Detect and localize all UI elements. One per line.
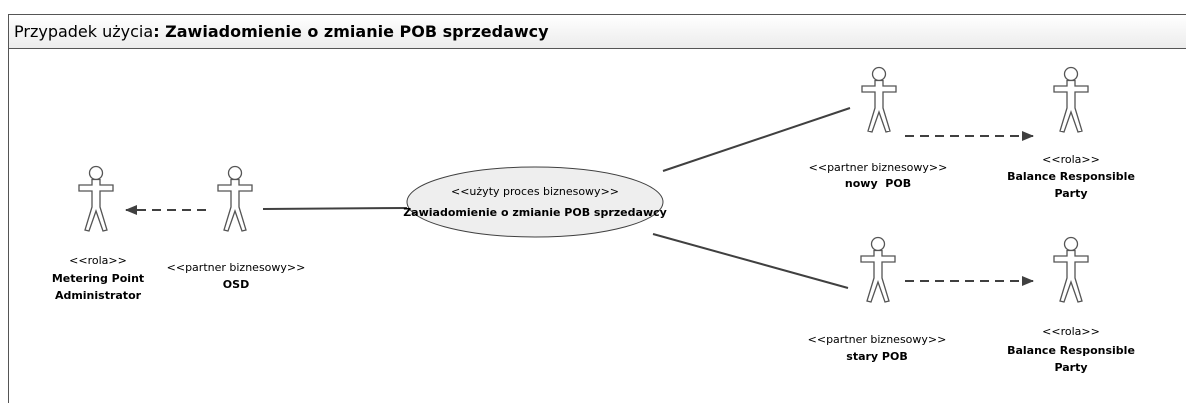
use-case-ellipse [406,166,664,238]
actor-name-line2: Party [1054,361,1087,374]
frame-header: Przypadek użycia: Zawiadomienie o zmiani… [9,15,1186,49]
use-case: <<użyty proces biznesowy>> Zawiadomienie… [403,166,667,238]
actor-figure-icon [1053,66,1089,133]
header-separator: : [153,22,166,41]
actor-figure-icon [217,165,253,232]
use-case-name: Zawiadomienie o zmianie POB sprzedawcy [403,206,667,219]
actor-figure-icon [860,236,896,303]
actor-stereotype: <<partner biznesowy>> [167,261,306,274]
actor-figure-icon [861,66,897,133]
header-prefix: Przypadek użycia [14,22,154,41]
actor-figure-icon [1053,236,1089,303]
actor-name-line1: Balance Responsible [1007,170,1135,183]
actor-name-line2: Party [1054,187,1087,200]
actor-stereotype: <<partner biznesowy>> [808,333,947,346]
actor-figure-icon [78,165,114,232]
actor-name-line2: Administrator [55,289,142,302]
actor-stereotype: <<rola>> [1042,325,1100,338]
actor-stary-pob: <<partner biznesowy>> stary POB [808,236,947,363]
actor-metering-point-administrator: <<rola>> Metering Point Administrator [52,165,144,302]
actor-stereotype: <<rola>> [69,254,127,267]
actor-name: OSD [223,278,249,291]
use-case-stereotype: <<użyty proces biznesowy>> [451,185,619,198]
actor-osd: <<partner biznesowy>> OSD [167,165,306,291]
actor-nowy-pob: <<partner biznesowy>> nowy POB [809,66,948,190]
actor-name: nowy POB [845,177,911,190]
association-osd-usecase [262,207,408,210]
header-title: Zawiadomienie o zmianie POB sprzedawcy [165,22,549,41]
actor-name: stary POB [846,350,907,363]
actor-balance-responsible-party-bottom: <<rola>> Balance Responsible Party [1007,236,1135,374]
association-usecase-stary-pob [652,233,849,289]
actor-stereotype: <<partner biznesowy>> [809,161,948,174]
actor-name-line1: Balance Responsible [1007,344,1135,357]
use-case-frame: Przypadek użycia: Zawiadomienie o zmiani… [8,14,1186,403]
actor-balance-responsible-party-top: <<rola>> Balance Responsible Party [1007,66,1135,200]
association-usecase-nowy-pob [662,107,851,172]
actor-name-line1: Metering Point [52,272,144,285]
actor-stereotype: <<rola>> [1042,153,1100,166]
